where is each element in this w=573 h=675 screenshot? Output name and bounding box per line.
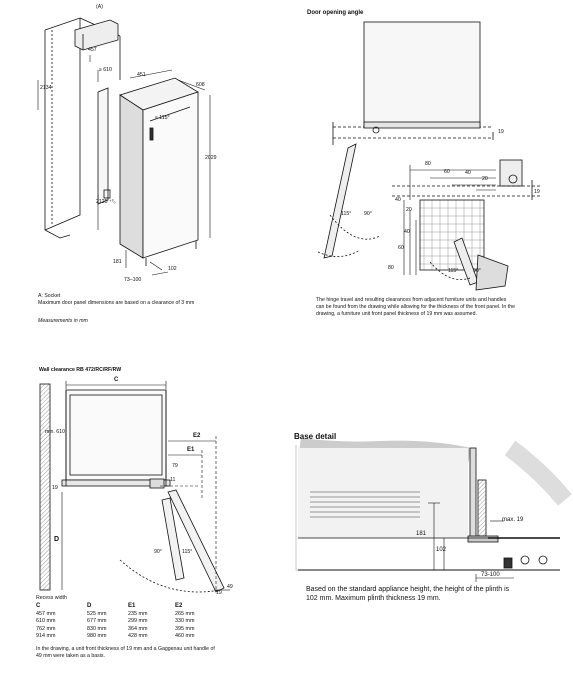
dim-102: 102 — [168, 266, 177, 272]
label-19-bottom: 19 — [216, 590, 222, 596]
door-opening-drawing — [317, 21, 540, 291]
table-row: 457 mm 525 mm 235 mm 265 mm — [36, 611, 218, 619]
dim-80-top: 80 — [425, 161, 431, 167]
dim-20-top: 20 — [482, 176, 488, 182]
dim-73-100: 73–100 — [124, 277, 142, 283]
dim-40-top: 40 — [465, 170, 471, 176]
table-row: 610 mm 677 mm 299 mm 330 mm — [36, 618, 218, 626]
dim-60-top: 60 — [444, 169, 450, 175]
dim-73-100-base: 73-100 — [481, 572, 500, 578]
dim-20-left: 20 — [406, 207, 412, 213]
table-row: 914 mm 980 mm 428 mm 460 mm — [36, 633, 218, 641]
door-opening-title: Door opening angle — [307, 10, 364, 16]
header-e2: E2 — [175, 603, 183, 609]
wall-clearance-note: In the drawing, a unit front thickness o… — [36, 646, 215, 660]
label-d: D — [54, 536, 60, 543]
angle-115-lower: 115° — [448, 268, 459, 274]
cell-e2: 395 mm — [175, 625, 195, 632]
cell-e1: 299 mm — [128, 618, 148, 625]
cell-e1: 428 mm — [128, 633, 148, 640]
cell-c: 762 mm — [36, 625, 56, 632]
label-min-610: min. 610 — [45, 429, 65, 435]
dim-80-lower: 80 — [388, 265, 394, 271]
cell-c: 457 mm — [36, 610, 56, 617]
dim-40-left: 40 — [395, 197, 401, 203]
dim-2134: 2134 — [40, 85, 52, 91]
header-d: D — [87, 603, 92, 609]
wall-clearance-drawing — [39, 381, 230, 593]
dim-457: 457 — [88, 47, 97, 53]
header-c: C — [36, 603, 41, 609]
label-e2: E2 — [193, 433, 201, 439]
door-opening-note: The hinge travel and resulting clearance… — [316, 297, 515, 318]
angle-90-upper: 90° — [364, 211, 372, 217]
cell-e1: 235 mm — [128, 610, 148, 617]
label-11: 11 — [170, 477, 176, 483]
socket-marker: (A) — [96, 4, 103, 10]
label-90: 90° — [154, 549, 162, 555]
installation-drawing — [37, 17, 211, 276]
label-79: 79 — [172, 463, 178, 469]
cell-e2: 460 mm — [175, 633, 195, 640]
cell-e2: 330 mm — [175, 618, 195, 625]
dim-608: 608 — [196, 82, 205, 88]
dim-angle: ≤ 115° — [155, 115, 170, 121]
dim-181: 181 — [113, 259, 122, 265]
angle-115-upper: 115° — [341, 211, 352, 217]
base-detail-note: Based on the standard appliance height, … — [306, 586, 510, 602]
dim-19-right: 19 — [534, 189, 540, 195]
cell-d: 830 mm — [87, 625, 107, 632]
label-e1: E1 — [187, 447, 195, 453]
cell-e1: 364 mm — [128, 625, 148, 632]
dim-max-19: max. 19 — [502, 517, 524, 523]
table-row: 762 mm 830 mm 364 mm 395 mm — [36, 626, 218, 634]
dim-181-base: 181 — [416, 531, 427, 537]
dim-610: ≥ 610 — [99, 67, 112, 73]
dim-60-lower: 60 — [398, 245, 404, 251]
base-detail-title: Base detail — [294, 432, 337, 441]
label-115: 115° — [182, 549, 193, 555]
measurements-note: Measurements in mm — [38, 318, 88, 324]
legend-socket: A: Socket — [38, 293, 61, 299]
header-e1: E1 — [128, 603, 136, 609]
cell-e2: 265 mm — [175, 610, 195, 617]
dim-2029: 2029 — [205, 155, 217, 161]
angle-90-lower: 90° — [473, 268, 481, 274]
table-header-row: C D E1 E2 — [36, 603, 218, 611]
label-c: C — [114, 377, 119, 383]
dim-451: 451 — [137, 72, 146, 78]
dim-102-base: 102 — [436, 547, 447, 553]
cell-c: 610 mm — [36, 618, 56, 625]
base-detail-drawing — [295, 438, 572, 582]
legend-panel: Maximum door panel dimensions are based … — [38, 300, 195, 306]
cell-c: 914 mm — [36, 633, 56, 640]
cell-d: 525 mm — [87, 610, 107, 617]
dim-40-lower: 40 — [404, 229, 410, 235]
recess-width-caption: Recess width — [36, 595, 67, 601]
cell-d: 980 mm — [87, 633, 107, 640]
recess-width-table: C D E1 E2 457 mm 525 mm 235 mm 265 mm 61… — [36, 603, 218, 641]
label-19-left: 19 — [52, 485, 58, 491]
label-49: 49 — [227, 584, 233, 590]
cell-d: 677 mm — [87, 618, 107, 625]
dim-19-top: 19 — [498, 129, 504, 135]
dim-2125: 2125 ⁺³₀ — [96, 199, 116, 205]
wall-clearance-title: Wall clearance RB 472/RC/RF/RW — [39, 367, 122, 373]
